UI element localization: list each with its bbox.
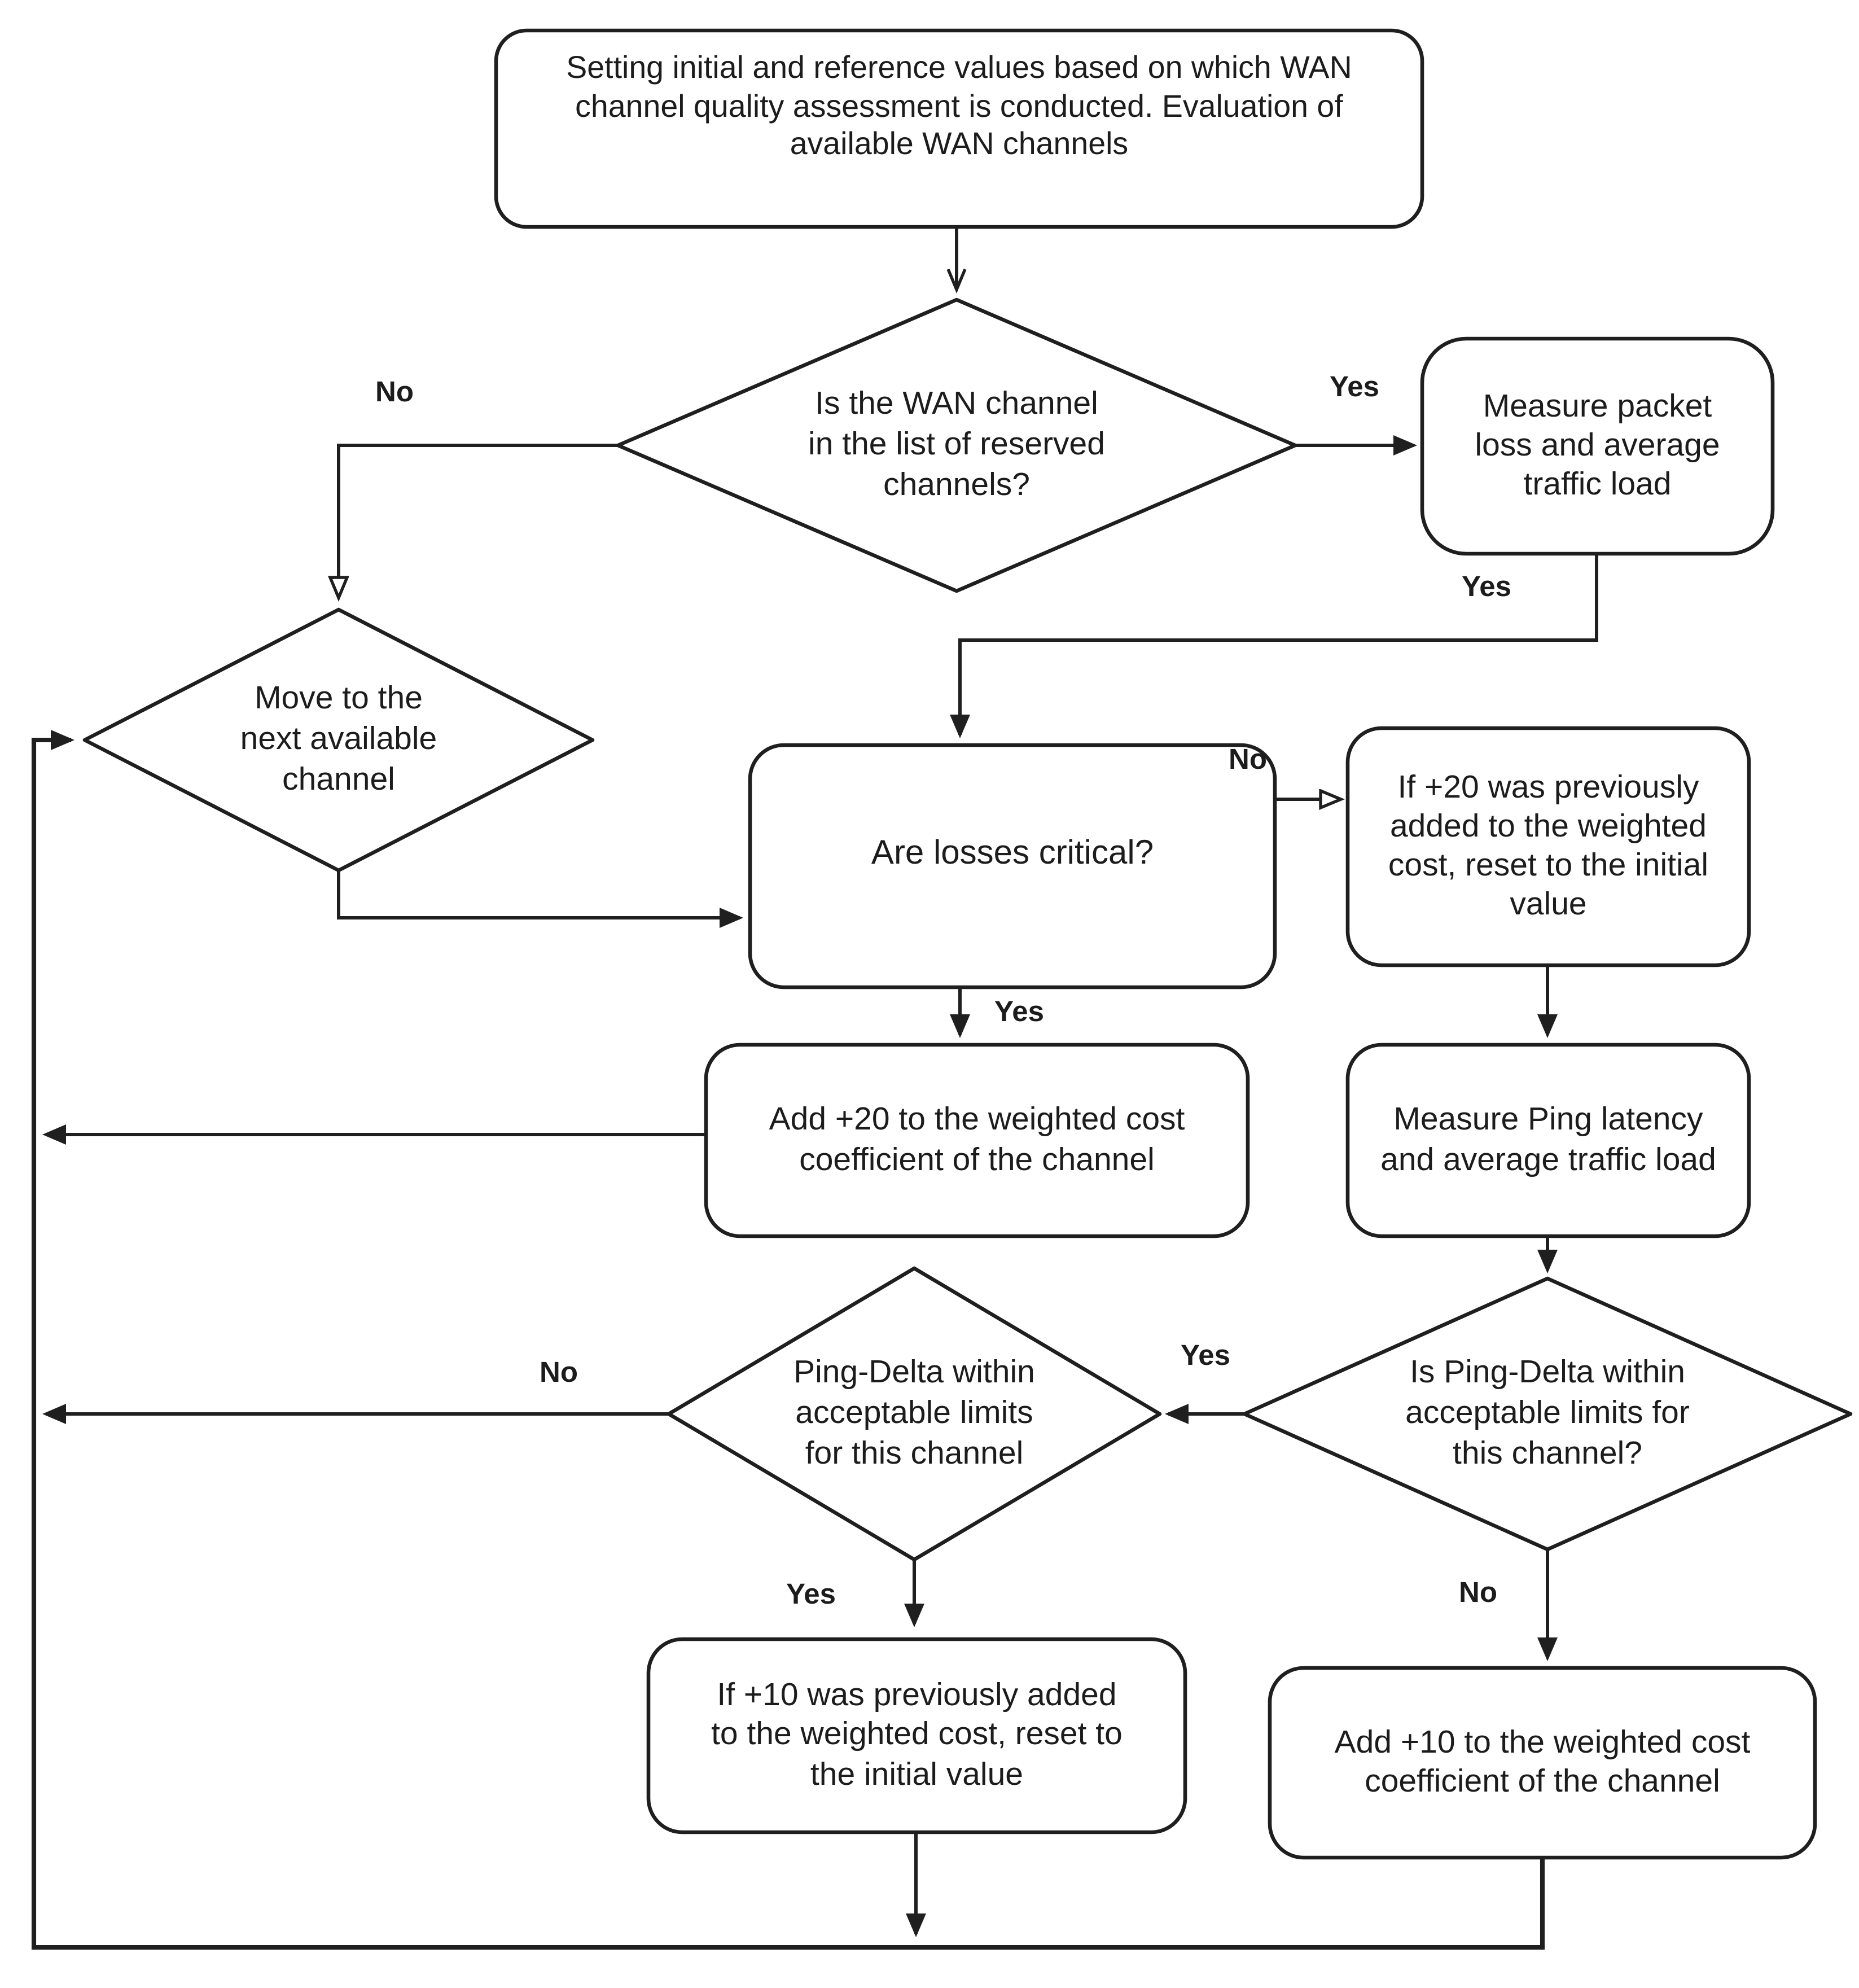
edge-label-losses-no: No [1228, 743, 1268, 776]
node-start: Setting initial and reference values bas… [566, 49, 1352, 161]
shape-ping-check-left [667, 1266, 1162, 1562]
node-move-next: Move to the next available channel [240, 681, 437, 798]
edge-label-measured-yes: Yes [1462, 571, 1511, 603]
shape-add-plus10 [1268, 1666, 1817, 1860]
shape-measure-loss [1420, 336, 1775, 556]
edge-return-loop-to-move-next [31, 730, 1545, 1950]
shape-reset-plus20 [1345, 726, 1751, 967]
shape-start [494, 28, 1424, 229]
node-reset-plus20: If +20 was previously added to the weigh… [1388, 769, 1709, 923]
node-add-plus20: Add +20 to the weighted cost coefficient… [769, 1102, 1185, 1178]
shape-reserved-check [616, 297, 1297, 593]
node-losses-critical: Are losses critical? [871, 834, 1154, 872]
edge-label-reserved-yes: Yes [1330, 371, 1379, 403]
edge-label-reserved-no: No [375, 376, 414, 408]
edge-label-ping-right-yes: Yes [1181, 1339, 1230, 1372]
edge-reserved-no-to-move-next [339, 444, 618, 596]
node-ping-check-left: Ping-Delta within acceptable limits for … [793, 1355, 1035, 1472]
shape-ping-check-right [1242, 1276, 1853, 1552]
node-reset-plus10: If +10 was previously added to the weigh… [711, 1678, 1123, 1793]
shape-add-plus20 [704, 1043, 1250, 1238]
edge-measure-loss-to-losses-critical [950, 554, 1598, 738]
shape-measure-ping [1345, 1043, 1751, 1238]
edge-label-ping-left-no: No [539, 1356, 578, 1389]
node-measure-loss: Measure packet loss and average traffic … [1475, 389, 1720, 503]
node-ping-check-right: Is Ping-Delta within acceptable limits f… [1405, 1355, 1690, 1472]
edge-move-next-to-losses-critical [337, 870, 743, 928]
edge-label-losses-yes: Yes [994, 996, 1044, 1028]
shape-reset-plus10 [646, 1637, 1187, 1834]
edge-label-ping-right-no: No [1458, 1577, 1498, 1609]
shape-losses-critical [748, 743, 1277, 989]
node-add-plus10: Add +10 to the weighted cost coefficient… [1334, 1725, 1751, 1800]
edge-label-ping-left-yes: Yes [786, 1578, 836, 1610]
shape-move-next [82, 607, 595, 873]
node-measure-ping: Measure Ping latency and average traffic… [1380, 1102, 1716, 1178]
node-reserved-check: Is the WAN channel in the list of reserv… [808, 387, 1105, 503]
